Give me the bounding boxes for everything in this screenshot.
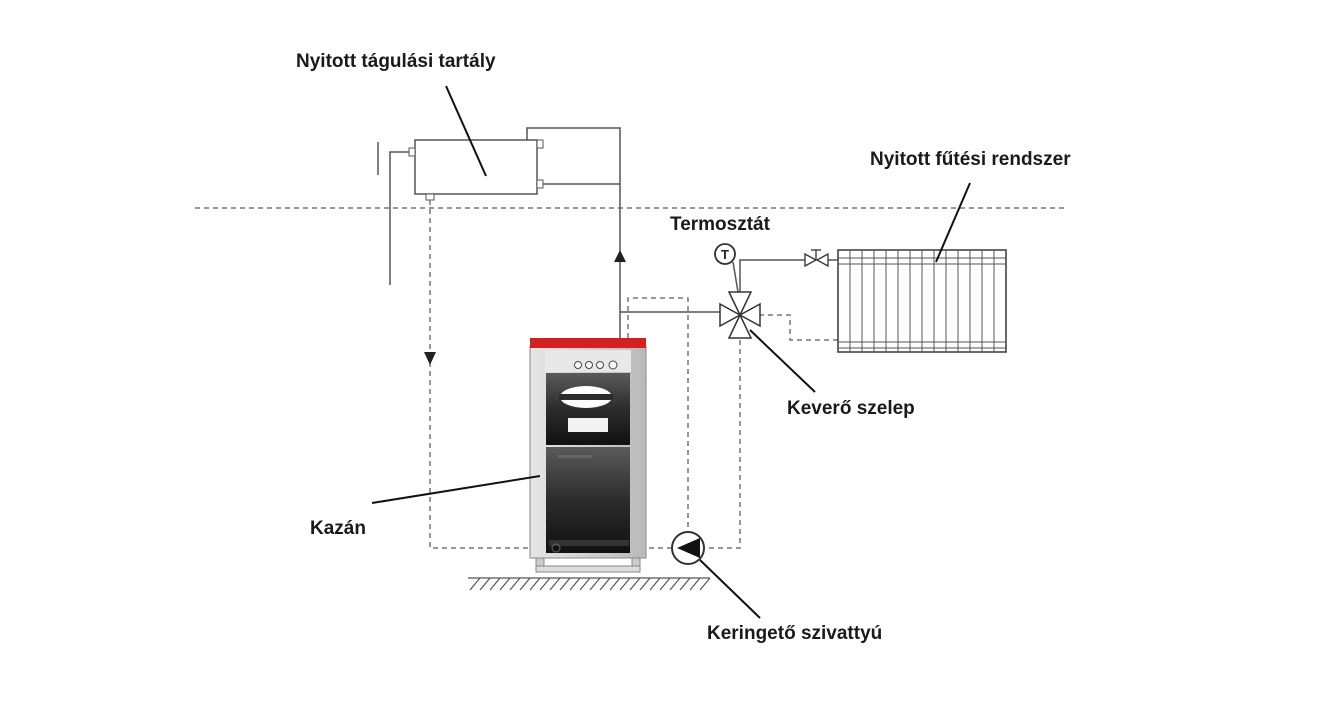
expansion-tank [408,139,544,201]
return-pipe [429,200,838,549]
leader-mixing-valve [749,329,816,393]
floor [468,577,711,591]
label-pump: Keringető szivattyú [707,623,883,644]
return-arrow-icon [424,352,436,365]
thermostat-symbol: T [721,247,729,262]
leader-boiler [371,475,541,504]
leader-pump [699,559,761,619]
overflow-pipe [377,142,412,285]
radiator [837,249,1007,353]
leader-expansion-tank [445,85,487,177]
label-thermostat: Termosztát [670,214,770,235]
label-expansion-tank: Nyitott tágulási tartály [296,51,496,72]
leader-lines [371,85,971,619]
mixing-valve-icon [719,291,761,339]
label-boiler: Kazán [310,518,366,539]
label-heating-system: Nyitott fűtési rendszer [870,149,1071,170]
pump-icon [671,531,705,565]
radiator-valve-icon [804,249,829,268]
tank-pipes [526,127,621,185]
thermostat [714,243,739,293]
label-mixing-valve: Keverő szelep [787,398,915,419]
boiler [529,338,647,573]
flow-arrow-icon [614,250,626,262]
flow-pipe [619,185,722,338]
valve-to-radiator-pipe [739,259,838,292]
leader-heating-system [935,182,971,263]
